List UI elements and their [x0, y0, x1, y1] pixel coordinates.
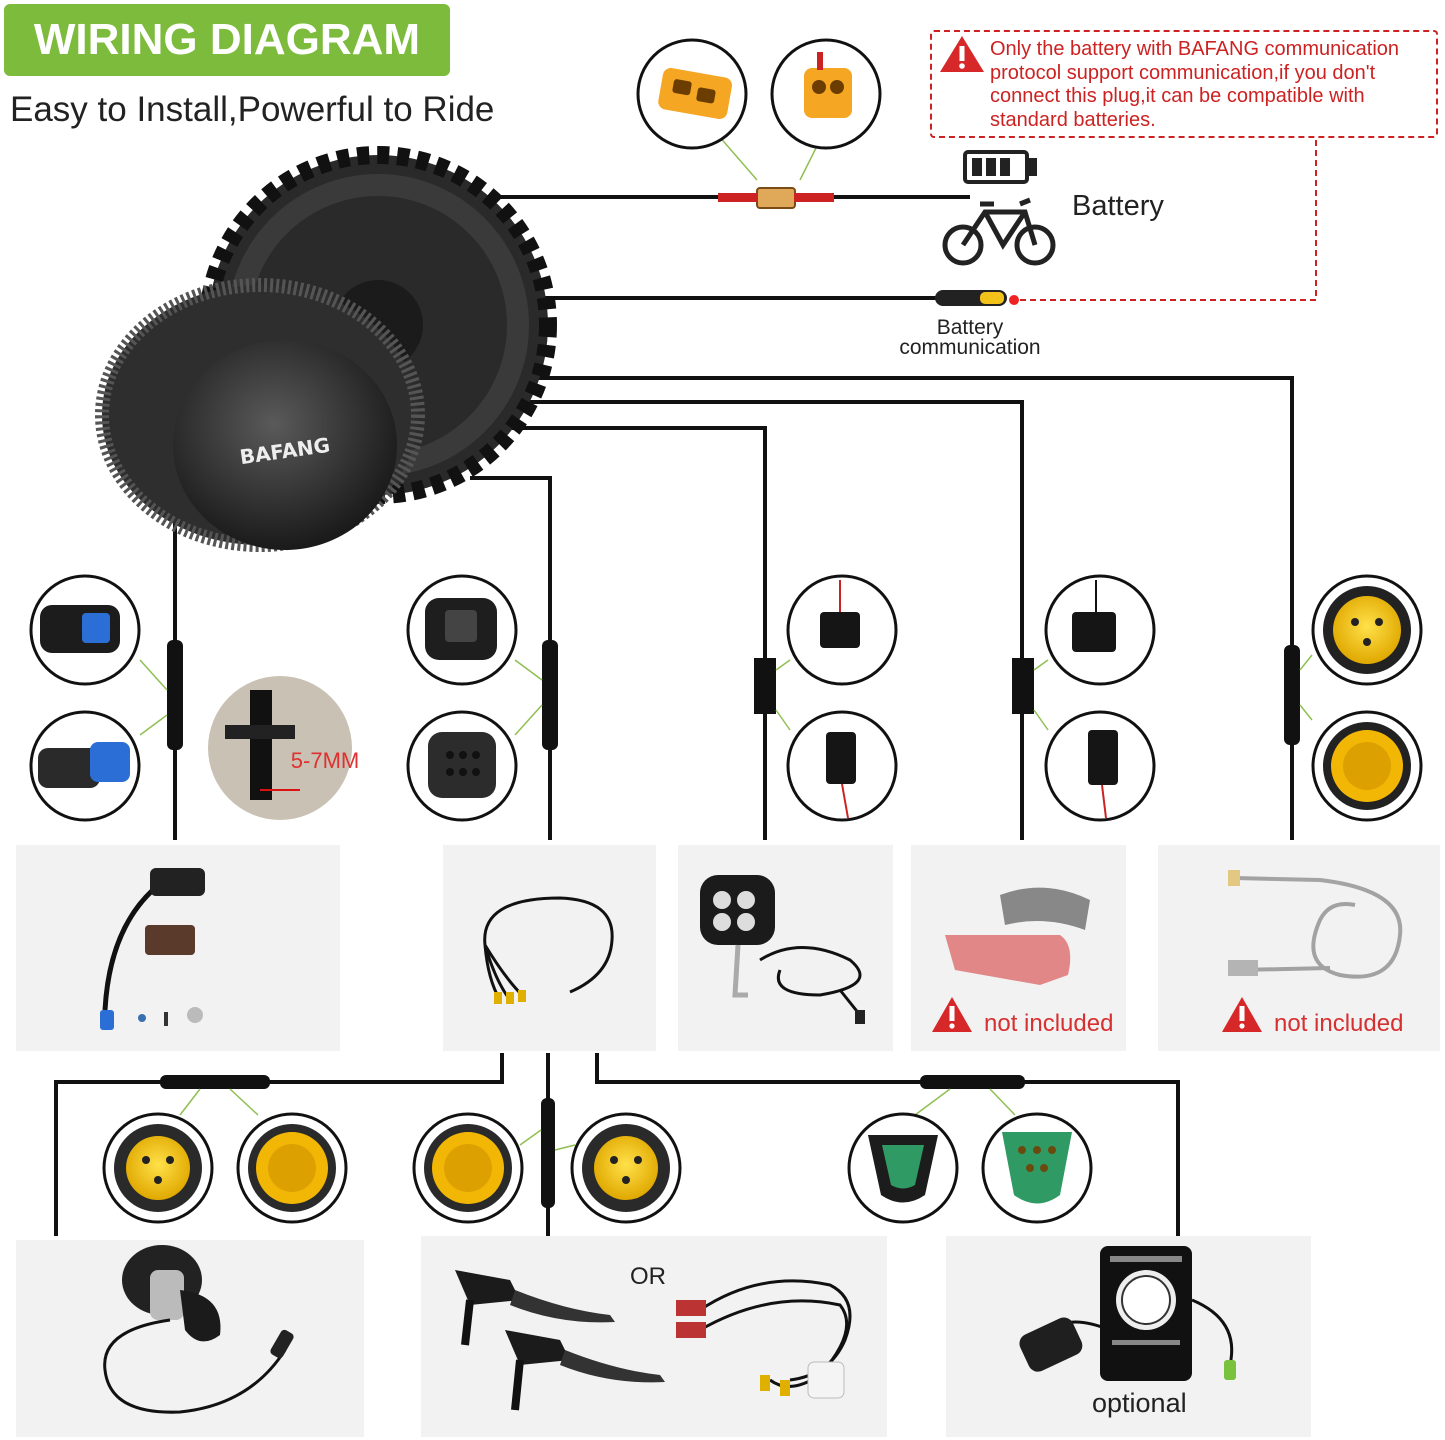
diagram-subtitle: Easy to Install,Powerful to Ride: [10, 90, 495, 129]
or-label: OR: [630, 1263, 666, 1290]
brake-levers-illustration: [455, 1270, 665, 1411]
red-wire-segment: [794, 193, 834, 202]
tail-light-wire: [520, 400, 1024, 840]
pointer-lines: [139, 119, 1313, 1151]
headlight-plug-male: [786, 710, 898, 822]
harness-inline-plug: [542, 640, 558, 750]
magnet-gap-photo: 5-7MM: [208, 676, 359, 820]
motor-cover: [173, 340, 397, 550]
display-inline-plug: [920, 1075, 1025, 1089]
main-harness-panel: [443, 845, 656, 1051]
brake-plug-3pin: [570, 1112, 682, 1224]
gear-sensor-inline-plug: [1284, 645, 1300, 745]
red-wire-segment: [718, 193, 758, 202]
battery-comm-dot: [1009, 295, 1019, 305]
speed-sensor-illustration: [100, 868, 205, 1030]
battery-icon: [963, 150, 1037, 184]
notice-box: [930, 30, 1438, 138]
display-optional-label: optional: [1092, 1388, 1187, 1418]
display-wire: [595, 1053, 1180, 1236]
gear-sensor-plug-socket: [1311, 710, 1423, 822]
battery-communication-line2: communication: [899, 336, 1041, 359]
headlight-illustration: [700, 875, 865, 1024]
display-illustration: [1019, 1246, 1236, 1381]
notice-link-line: [1020, 140, 1317, 301]
gear-sensor-plug-3pin: [1311, 574, 1423, 686]
speed-sensor-inline-plug: [167, 640, 183, 750]
brake-inline-plug: [541, 1098, 555, 1208]
brake-plug-socket: [412, 1112, 524, 1224]
headlight-wire: [505, 426, 767, 840]
display-plug-female: [847, 1112, 959, 1224]
harness-plug-male: [406, 574, 518, 686]
gear-sensor-wire: [525, 376, 1294, 840]
display-plug-male: [981, 1112, 1093, 1224]
xt60-male-connector: [636, 38, 748, 150]
tail-light-illustration: [945, 887, 1090, 985]
bicycle-icon: [942, 197, 1056, 266]
bafang-motor: BAFANG: [95, 146, 557, 552]
warning-icon: [940, 36, 984, 72]
throttle-plug-3pin: [102, 1112, 214, 1224]
throttle-plug-socket: [236, 1112, 348, 1224]
battery-communication-label: Battery communication: [880, 316, 1060, 359]
xt60-female-connector: [770, 38, 882, 150]
inline-connectors: [160, 187, 1300, 1208]
battery-comm-plug-tip: [980, 292, 1004, 304]
xt60-inline-connector: [756, 187, 796, 209]
not-included-warning-icon: [1222, 997, 1262, 1032]
brake-sensor-illustration: [676, 1279, 852, 1399]
gear-sensor-illustration: [1228, 870, 1403, 979]
tail-light-inline-plug: [1012, 658, 1034, 714]
throttle-inline-plug: [160, 1075, 270, 1089]
brake-levers-panel: [421, 1236, 887, 1437]
gap-size-label: 5-7MM: [291, 748, 359, 773]
notice-text: Only the battery with BAFANG communicati…: [990, 38, 1400, 131]
tail-light-not-included-label: not included: [984, 1010, 1114, 1037]
gear-sensor-not-included-label: not included: [1274, 1010, 1404, 1037]
battery-label: Battery: [1072, 190, 1164, 222]
speed-sensor-plug-female: [29, 574, 141, 686]
main-harness-illustration: [483, 896, 614, 1004]
headlight-plug-female: [786, 574, 898, 686]
not-included-warning-icon: [932, 997, 972, 1032]
tail-light-plug-female: [1044, 574, 1156, 686]
battery-communication-line1: Battery: [936, 316, 1004, 339]
tail-light-plug-male: [1044, 710, 1156, 822]
throttle-wire: [54, 1053, 504, 1236]
headlight-inline-plug: [754, 658, 776, 714]
speed-sensor-plug-male: [29, 710, 141, 822]
throttle-illustration: [103, 1245, 294, 1414]
diagram-title-banner: WIRING DIAGRAM: [4, 4, 450, 76]
harness-plug-female: [406, 710, 518, 822]
